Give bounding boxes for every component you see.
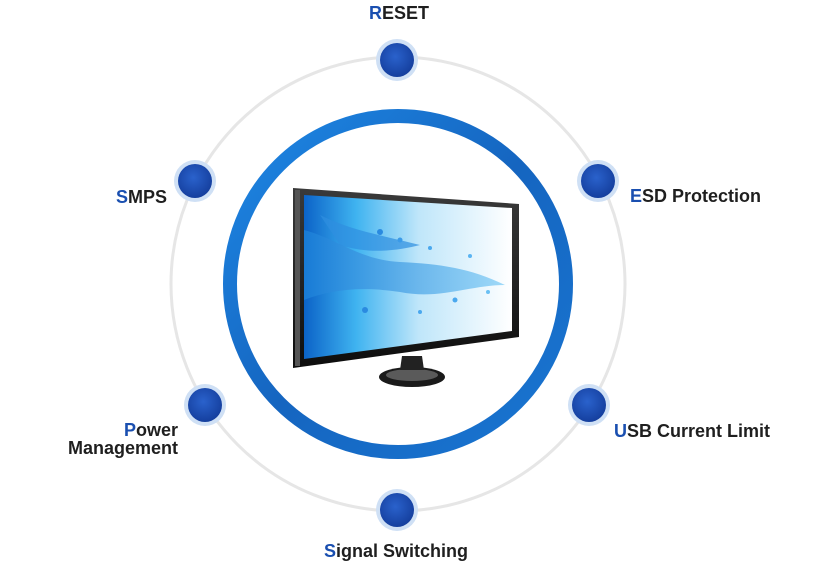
label-usb: USB Current Limit bbox=[614, 422, 770, 440]
monitor-image bbox=[293, 188, 519, 387]
node-dot-esd bbox=[577, 160, 619, 202]
label-smps-initial: S bbox=[116, 187, 129, 207]
label-usb-initial: U bbox=[614, 421, 627, 441]
node-dot-reset bbox=[376, 39, 418, 81]
label-usb-text: SB Current Limit bbox=[627, 421, 771, 441]
label-reset-text: ESET bbox=[382, 3, 430, 23]
label-smps: SMPS bbox=[116, 188, 167, 206]
label-power-line2: Management bbox=[67, 438, 178, 458]
label-esd-text: SD Protection bbox=[642, 186, 762, 206]
node-dot-power bbox=[184, 384, 226, 426]
label-esd: ESD Protection bbox=[630, 187, 761, 205]
label-signal-text: ignal Switching bbox=[336, 541, 469, 561]
label-signal-initial: S bbox=[324, 541, 337, 561]
label-smps-text: MPS bbox=[128, 187, 168, 207]
label-power-line1: Power bbox=[124, 420, 178, 440]
label-signal: Signal Switching bbox=[324, 542, 468, 560]
label-reset: RESET bbox=[369, 4, 429, 22]
label-reset-initial: R bbox=[369, 3, 382, 23]
node-dot-signal bbox=[376, 489, 418, 531]
label-power: Power Management bbox=[60, 421, 178, 457]
label-esd-initial: E bbox=[630, 186, 643, 206]
label-power-initial: P bbox=[123, 420, 136, 440]
node-dot-usb bbox=[568, 384, 610, 426]
node-dot-smps bbox=[174, 160, 216, 202]
label-power-text: ower bbox=[135, 420, 178, 440]
